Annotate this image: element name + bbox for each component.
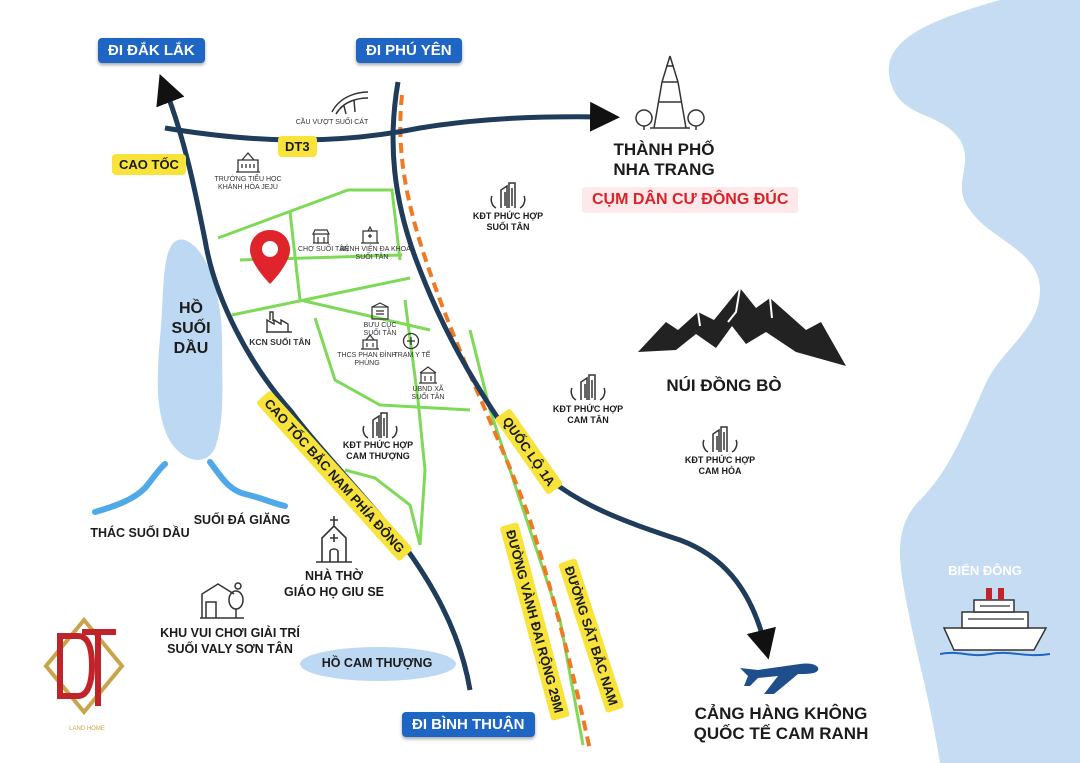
logo-tagline: LAND HOME (69, 726, 105, 732)
airplane-icon (740, 663, 819, 694)
label-kdt-cam-hoa-2: CAM HÒA (698, 466, 742, 476)
label-benh-vien-1: BỆNH VIỆN ĐA KHOA (340, 246, 411, 253)
label-cau-vuot: CẦU VƯỢT SUỐI CÁT (295, 119, 369, 126)
city-tag-badge: CỤM DÂN CƯ ĐÔNG ĐÚC (582, 187, 799, 213)
label-kdt-cam-tan-1: KĐT PHỨC HỢP (552, 404, 624, 414)
local-roads (217, 188, 585, 746)
secondary-school-icon (361, 334, 379, 350)
label-nui-dong-bo: NÚI ĐỒNG BÒ (666, 376, 782, 395)
label-khu-vui-choi-1: KHU VUI CHƠI GIẢI TRÍ (160, 626, 300, 640)
label-ubnd-2: SUỐI TÂN (411, 394, 445, 401)
label-tram-y-te: TRẠM Y TẾ (393, 352, 431, 359)
label-ho-suoi-dau-1: HỒ (179, 300, 203, 317)
market-icon (312, 229, 330, 244)
factory-icon (266, 311, 292, 333)
label-thcs-2: PHÙNG (354, 360, 380, 367)
label-suoi-da-giang: SUỐI ĐÁ GIĂNG (193, 513, 291, 527)
label-bien-dong: BIỂN ĐÔNG (948, 563, 1022, 578)
school-icon (236, 152, 260, 173)
label-ubnd-1: UBND XÃ (412, 386, 444, 393)
nha-trang-tower-icon (635, 55, 705, 130)
label-kdt-cam-thuong-1: KĐT PHỨC HỢP (342, 440, 414, 450)
building-complex-icon (570, 374, 606, 401)
road-label-dt3: DT3 (278, 136, 317, 157)
label-kdt-suoi-tan-1: KĐT PHỨC HỢP (472, 211, 544, 221)
road-cao-toc (156, 73, 473, 691)
label-cang-2: QUỐC TẾ CAM RANH (693, 724, 869, 743)
label-nha-tho-1: NHÀ THỜ (305, 569, 363, 583)
label-benh-vien-2: SUỐI TÂN (355, 254, 389, 261)
badge-di-binh-thuan: ĐI BÌNH THUẬN (402, 712, 535, 737)
label-ho-cam-thuong: HỒ CAM THƯỢNG (321, 656, 433, 670)
clinic-icon (402, 332, 420, 350)
church-icon (316, 516, 352, 563)
brand-logo (43, 616, 125, 716)
road-label-cao-toc: CAO TỐC (112, 154, 186, 175)
label-kdt-cam-hoa-1: KĐT PHỨC HỢP (684, 455, 756, 465)
label-cang-1: CẢNG HÀNG KHÔNG (694, 704, 868, 723)
city-name-line2: NHA TRANG (613, 160, 715, 179)
location-pin-icon[interactable] (248, 228, 292, 286)
government-office-icon (419, 366, 437, 384)
lake-cam-thuong (300, 647, 456, 681)
label-kdt-suoi-tan-2: SUỐI TÂN (486, 222, 530, 232)
label-truong-1: TRƯỜNG TIỂU HỌC (214, 176, 282, 183)
railway-line (398, 94, 592, 751)
label-ho-suoi-dau-2: SUỐI (171, 320, 211, 337)
sea-area (888, 0, 1080, 763)
label-truong-2: KHÁNH HÒA JEJU (218, 184, 278, 191)
post-office-icon (371, 302, 389, 320)
building-complex-icon (362, 412, 398, 439)
label-kdt-cam-tan-2: CAM TÂN (567, 415, 609, 425)
building-complex-icon (490, 182, 526, 209)
label-thcs-1: THCS PHAN ĐÌNH (337, 352, 397, 359)
hospital-icon (361, 226, 379, 244)
badge-di-dak-lak: ĐI ĐẮK LẮK (98, 38, 205, 63)
building-complex-icon (702, 426, 738, 453)
park-icon (200, 582, 244, 619)
label-kcn: KCN SUỐI TÂN (249, 337, 311, 347)
city-name-line1: THÀNH PHỐ (613, 140, 715, 159)
ship-icon (940, 588, 1050, 657)
label-ho-suoi-dau-3: DẦU (173, 340, 209, 357)
lake-suoi-dau (157, 239, 223, 460)
label-cho-suoi-tan: CHỢ SUỐI TÂN (298, 246, 349, 253)
label-kdt-cam-thuong-2: CAM THƯỢNG (346, 451, 410, 461)
label-nha-tho-2: GIÁO HỌ GIU SE (283, 585, 384, 599)
road-dt3 (164, 101, 620, 143)
label-khu-vui-choi-2: SUỐI VALY SƠN TÂN (167, 642, 293, 656)
stream-thac-suoi-dau (92, 461, 168, 515)
label-thac-suoi-dau: THÁC SUỐI DẦU (90, 526, 190, 540)
mountain-icon (638, 287, 846, 366)
bridge-icon (331, 91, 369, 115)
stream-suoi-da-giang (207, 459, 288, 509)
badge-di-phu-yen: ĐI PHÚ YÊN (356, 38, 462, 63)
label-buu-cuc-1: BƯU CỤC (363, 322, 397, 329)
label-buu-cuc-2: SUỐI TÂN (363, 330, 397, 337)
